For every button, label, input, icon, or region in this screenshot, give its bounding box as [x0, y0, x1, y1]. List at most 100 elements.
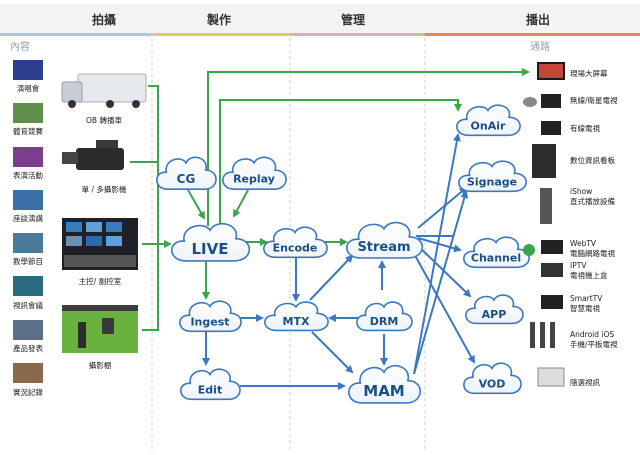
channel-item: Android iOS [570, 330, 614, 339]
encode-label: Encode [273, 241, 318, 254]
smart-tv-icon [541, 295, 563, 309]
mam-label: MAM [363, 382, 404, 400]
vertical-display-icon [540, 188, 552, 224]
channel-list: 現場大屏幕 無線/衛星電視 有線電視 數位資訊看板 iShow 直式播放設備 W… [570, 68, 618, 387]
satellite-dish-icon [523, 97, 537, 107]
content-item: 教學節目 [13, 256, 43, 266]
studio-image [62, 305, 138, 353]
content-item: 產品發表 [13, 343, 43, 353]
education-thumbnail [13, 233, 43, 253]
drm-node: DRM [356, 301, 413, 332]
vod-label: VOD [479, 377, 506, 390]
app-label: APP [482, 308, 507, 321]
cg-node: CG [156, 156, 217, 190]
ingest-label: Ingest [190, 315, 229, 328]
content-item: 座談演講 [13, 213, 43, 223]
camera-image [62, 140, 124, 170]
content-list: 演唱會 體育競賽 表演活動 座談演講 教學節目 視訊會議 產品發表 實況記錄 [13, 60, 43, 397]
set-top-tv-icon [541, 263, 563, 277]
cg-label: CG [177, 172, 196, 186]
videoconf-thumbnail [13, 276, 43, 296]
content-item: 演唱會 [17, 83, 40, 93]
stream-label: Stream [357, 240, 410, 255]
monitor-icon [541, 240, 563, 254]
phase-manage: 管理 [341, 12, 365, 27]
launch-thumbnail [13, 320, 43, 340]
content-item: 實況記錄 [13, 387, 43, 397]
channel-label: Channel [471, 251, 521, 264]
replay-label: Replay [233, 173, 275, 186]
signage-display-icon [532, 144, 556, 178]
phase-produce: 製作 [206, 12, 231, 27]
live-label: LIVE [192, 240, 229, 258]
channel-item: 有線電視 [570, 123, 600, 133]
stream-node: Stream [346, 221, 424, 259]
big-screen-display [539, 64, 563, 78]
channel-item: WebTV [570, 239, 597, 248]
channel-item: 直式播放設備 [570, 196, 615, 206]
sports-thumbnail [13, 103, 43, 123]
source-label: OB 轉播車 [86, 115, 122, 125]
content-title: 內容 [10, 40, 30, 53]
person-icon [550, 322, 555, 348]
live-node: LIVE [171, 222, 251, 262]
mtx-label: MTX [283, 315, 310, 328]
onair-label: OnAir [471, 119, 506, 132]
channel-node: Channel [463, 236, 530, 269]
globe-icon [523, 244, 535, 256]
control-room-image [62, 218, 138, 270]
tv-icon [541, 121, 561, 135]
channel-item: 手機/平板電視 [570, 339, 618, 349]
phase-bar-produce [152, 33, 290, 36]
blue-flow-arrows [202, 133, 475, 390]
phase-bar-shoot [0, 33, 152, 36]
channel-devices [523, 62, 565, 387]
channel-item: 數位資訊看板 [570, 155, 615, 165]
channel-item: 電視機上盒 [570, 270, 608, 280]
signage-label: Signage [467, 175, 517, 188]
tv-icon [541, 94, 561, 108]
mtx-node: MTX [264, 301, 329, 332]
source-to-live-connectors [130, 85, 172, 331]
mam-node: MAM [348, 364, 422, 404]
channel-item: SmartTV [570, 294, 603, 303]
source-label: 主控/ 副控室 [79, 276, 122, 286]
replay-node: Replay [222, 156, 287, 190]
app-node: APP [465, 294, 524, 325]
encode-node: Encode [263, 226, 328, 259]
talk-thumbnail [13, 190, 43, 210]
phase-bar-broadcast [425, 33, 640, 36]
channel-title: 通路 [530, 40, 550, 53]
content-item: 視訊會議 [13, 300, 43, 310]
vod-screen-icon [537, 367, 565, 387]
source-label: 攝影棚 [89, 360, 112, 370]
ingest-node: Ingest [179, 300, 242, 333]
phase-broadcast: 播出 [526, 12, 550, 27]
onair-node: OnAir [456, 104, 521, 137]
channel-item: 隨選視訊 [570, 377, 600, 387]
channel-item: 智慧電視 [570, 303, 600, 313]
signage-node: Signage [458, 160, 527, 193]
source-label: 單 / 多攝影機 [82, 184, 127, 194]
phase-bar-manage [290, 33, 425, 36]
edit-label: Edit [198, 383, 222, 396]
channel-item: IPTV [570, 261, 587, 270]
header-band [0, 4, 640, 34]
drm-label: DRM [370, 315, 399, 328]
content-item: 表演活動 [13, 170, 43, 180]
phase-shoot: 拍攝 [92, 12, 116, 27]
edit-node: Edit [180, 368, 241, 401]
record-thumbnail [13, 363, 43, 383]
person-icon [530, 322, 535, 348]
concert-thumbnail [13, 60, 43, 80]
vod-node: VOD [463, 362, 522, 395]
channel-item: iShow [570, 187, 592, 196]
content-item: 體育競賽 [13, 126, 43, 136]
performance-thumbnail [13, 147, 43, 167]
person-icon [540, 322, 545, 348]
channel-item: 現場大屏幕 [570, 68, 608, 78]
channel-item: 無線/衛星電視 [570, 95, 618, 105]
